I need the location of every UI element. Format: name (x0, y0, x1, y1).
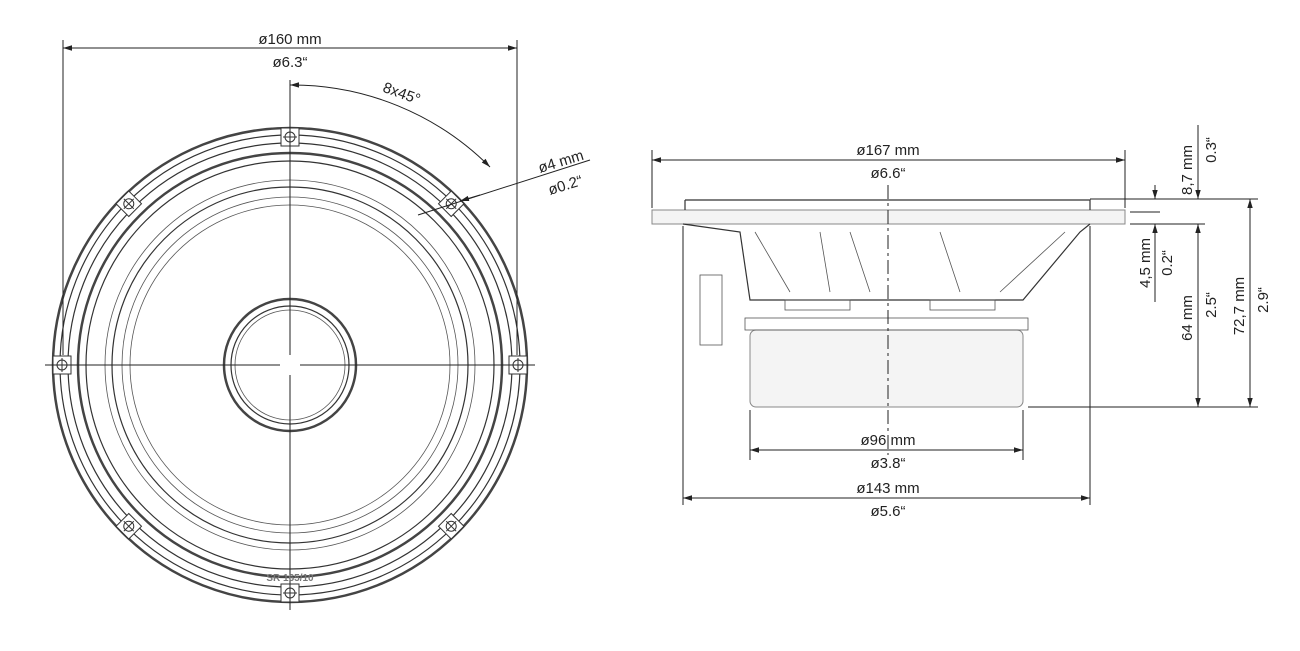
cutout-diameter-mm: ø143 mm (856, 480, 919, 497)
magnet (749, 329, 1024, 408)
hole-pattern-label: 8x45° (381, 79, 423, 108)
top-height-mm: 8,7 mm (1179, 145, 1196, 195)
front-view: ø160 mm ø6.3“ 8x45° ø4 mm ø0.2“ SR 165/1… (45, 31, 591, 610)
total-depth-mm: 72,7 mm (1231, 277, 1248, 335)
outer-diameter-in: ø6.3“ (272, 54, 307, 71)
mounting-hole (437, 512, 465, 540)
magnet-diameter-in: ø3.8“ (870, 455, 905, 472)
frame-diameter-mm: ø167 mm (856, 142, 919, 159)
outer-diameter-mm: ø160 mm (258, 31, 321, 48)
magnet-diameter-mm: ø96 mm (860, 432, 915, 449)
mounting-hole (115, 190, 143, 218)
model-label: SR 165/10 (266, 573, 314, 584)
flange-thickness-in: 0.2“ (1159, 250, 1176, 276)
flange-thickness-mm: 4,5 mm (1137, 238, 1154, 288)
mount-depth-in: 2.5“ (1203, 292, 1220, 318)
hole-diameter-in: ø0.2“ (546, 172, 584, 198)
cutout-diameter-in: ø5.6“ (870, 503, 905, 520)
mounting-hole (437, 190, 465, 218)
terminal (699, 274, 723, 346)
top-height-in: 0.3“ (1203, 137, 1220, 163)
mount-depth-mm: 64 mm (1179, 295, 1196, 341)
frame-diameter-in: ø6.6“ (870, 165, 905, 182)
total-depth-in: 2.9“ (1255, 287, 1272, 313)
mounting-hole (115, 512, 143, 540)
side-view: ø167 mm ø6.6“ ø96 mm ø3.8“ ø143 mm ø5.6“… (651, 125, 1272, 520)
